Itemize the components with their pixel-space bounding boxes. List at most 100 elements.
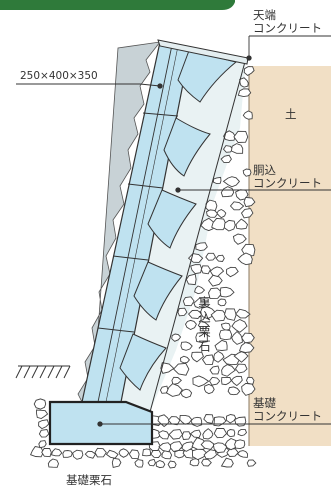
gravel-stone: [229, 201, 245, 211]
gravel-stone: [174, 449, 186, 459]
block-joints: [97, 112, 179, 333]
gravel-stone: [226, 429, 236, 438]
gravel-stone: [193, 297, 206, 309]
gravel-stone: [242, 168, 252, 177]
gravel-stone: [134, 459, 144, 468]
gravel-stone: [243, 66, 255, 76]
soil-label: 土: [285, 107, 297, 121]
gravel-stone: [190, 264, 203, 275]
gravel-stone: [170, 441, 183, 452]
gravel-stone: [200, 265, 211, 275]
gravel-stone: [213, 350, 225, 363]
gravel-stone: [179, 414, 193, 425]
gravel-stone: [201, 458, 212, 467]
gravel-stone: [209, 365, 220, 375]
gravel-stone: [167, 416, 181, 426]
filling-concrete-label-line2: コンクリート: [253, 176, 322, 190]
gravel-stone: [147, 458, 156, 467]
gravel-stone: [234, 439, 246, 450]
gravel-stone: [118, 448, 130, 458]
gravel-stone: [72, 449, 84, 460]
gravel-stone: [226, 266, 239, 278]
gravel-stone: [231, 318, 248, 333]
gravel-stone: [220, 457, 234, 468]
gravel-stone: [221, 377, 232, 386]
gravel-stone: [128, 449, 140, 460]
gravel-stone: [239, 77, 249, 88]
block-face-line-2: [105, 45, 179, 403]
gravel-stone: [47, 458, 59, 468]
backfill-gravel-stones: [29, 66, 257, 469]
gravel-stone: [230, 143, 244, 154]
gravel-stone: [62, 450, 73, 458]
filling-concrete-label-line1: 胴込: [253, 163, 276, 177]
backfill-boundary-line: [149, 57, 247, 413]
gravel-stone: [155, 460, 166, 469]
ground-hatch: [15, 365, 71, 379]
gravel-stone: [171, 376, 182, 386]
backfill-gravel-label: 裏込栗石: [196, 296, 211, 354]
gravel-stone: [167, 460, 177, 469]
gravel-stone: [223, 130, 236, 141]
block-face-line: [97, 44, 173, 403]
gravel-stone: [194, 285, 206, 295]
gravel-stone: [217, 298, 227, 307]
gravel-stone: [208, 287, 223, 299]
gravel-stone: [111, 457, 122, 468]
gravel-stone: [246, 459, 257, 467]
gravel-stone: [29, 445, 44, 458]
gravel-stone: [213, 416, 227, 427]
gravel-stone: [219, 286, 235, 298]
gravel-stone: [241, 382, 256, 396]
gravel-stone: [192, 375, 210, 388]
leader-lines: [16, 35, 331, 427]
gravel-stone: [210, 309, 227, 322]
gravel-stone: [168, 429, 184, 440]
gravel-stone: [233, 351, 249, 363]
gravel-stone: [181, 431, 192, 440]
gravel-stone: [205, 209, 219, 218]
gravel-stone: [225, 414, 237, 424]
gravel-stone: [202, 428, 214, 440]
gravel-stone: [224, 308, 237, 321]
gravel-stone: [160, 362, 175, 374]
gravel-stone: [203, 449, 218, 460]
gravel-stone: [204, 383, 215, 395]
gravel-stone: [234, 363, 248, 374]
gravel-stone: [36, 409, 49, 419]
gravel-stone: [187, 309, 203, 319]
gravel-stone: [242, 110, 253, 120]
gravel-stone: [227, 386, 241, 396]
soil-region: [249, 66, 331, 446]
gravel-stone: [208, 274, 223, 287]
gravel-stone: [224, 437, 237, 451]
gravel-stone: [200, 440, 216, 450]
gravel-stone: [215, 254, 225, 262]
gravel-stone: [226, 448, 239, 457]
gravel-stone: [38, 419, 50, 430]
gravel-stone: [211, 217, 227, 231]
gravel-stone: [158, 430, 170, 440]
base-concrete-label-line2: コンクリート: [253, 409, 322, 423]
gravel-stone: [142, 448, 151, 457]
gravel-stone: [150, 449, 162, 458]
gravel-stone: [105, 449, 119, 459]
gravel-stone: [238, 342, 255, 353]
top-concrete-label-line1: 天端: [253, 8, 276, 22]
gravel-stone: [181, 441, 195, 452]
top-concrete-label-line2: コンクリート: [253, 21, 322, 35]
base-gravel-label: 基礎栗石: [66, 473, 112, 487]
gravel-stone: [208, 376, 221, 386]
gravel-stone: [216, 208, 227, 219]
base-concrete-label-line1: 基礎: [253, 396, 276, 410]
block-wings: [119, 47, 238, 391]
gravel-stone: [184, 319, 197, 331]
gravel-stone: [237, 88, 252, 98]
gravel-stone: [237, 252, 253, 266]
gravel-stone: [50, 448, 63, 457]
gravel-stone: [197, 321, 210, 329]
gravel-stone: [205, 252, 217, 261]
gravel-stone: [220, 154, 232, 164]
gravel-stone: [195, 332, 208, 343]
